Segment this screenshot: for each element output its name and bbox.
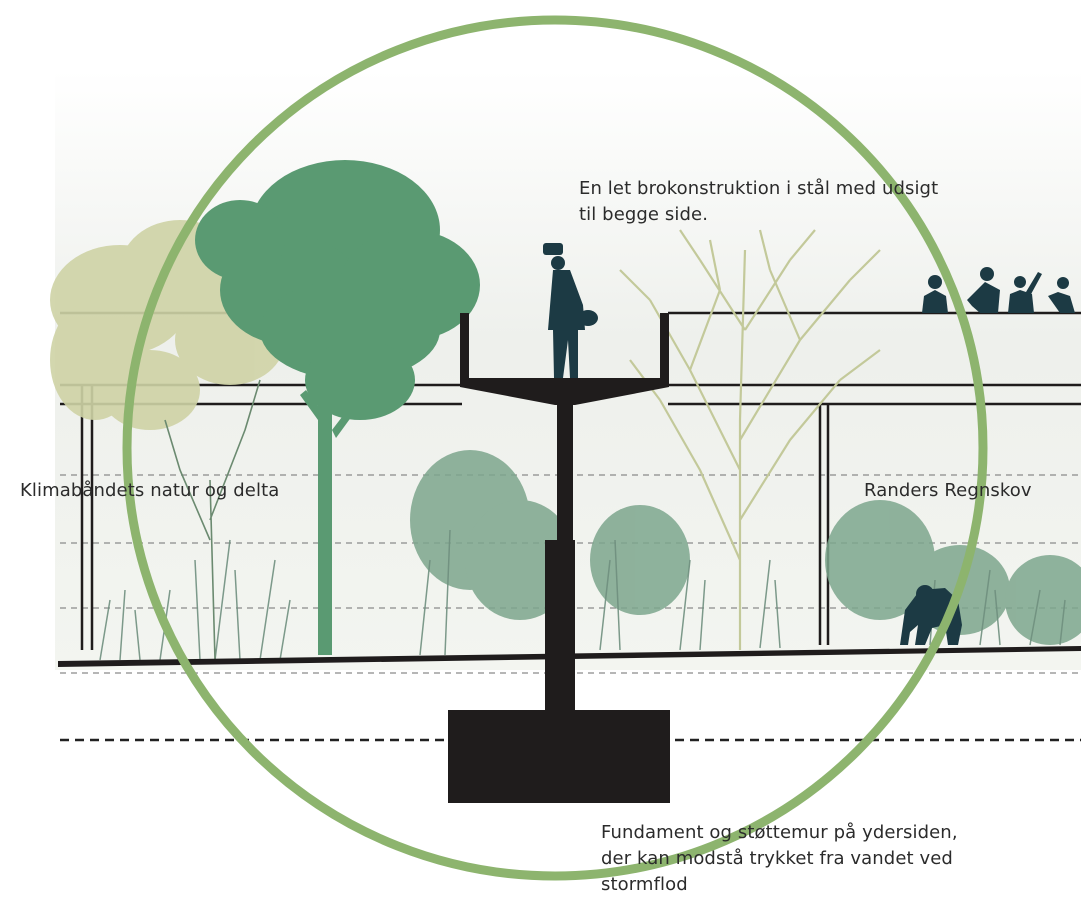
foundation-caption: Fundament og støttemur på ydersiden, der… [601,820,1061,898]
foundation-caption-line2: der kan modstå trykket fra vandet ved [601,848,953,869]
foundation-caption-line3: stormflod [601,874,688,895]
visitors-group-icon [922,267,1075,313]
person-photographer-icon [543,243,598,378]
left-zone-label: Klimabåndets natur og delta [20,480,280,501]
bridge-caption-line2: til begge side. [579,204,709,225]
focus-ring [122,15,988,881]
right-zone-label: Randers Regnskov [864,480,1032,501]
bridge-caption: En let brokonstruktion i stål med udsigt… [579,176,1019,228]
tall-tree [195,160,480,655]
bridge-caption-line1: En let brokonstruktion i stål med udsigt [579,178,939,199]
thin-saplings [164,379,261,661]
foundation-caption-line1: Fundament og støttemur på ydersiden, [601,822,958,843]
bridge-structure [448,313,670,803]
